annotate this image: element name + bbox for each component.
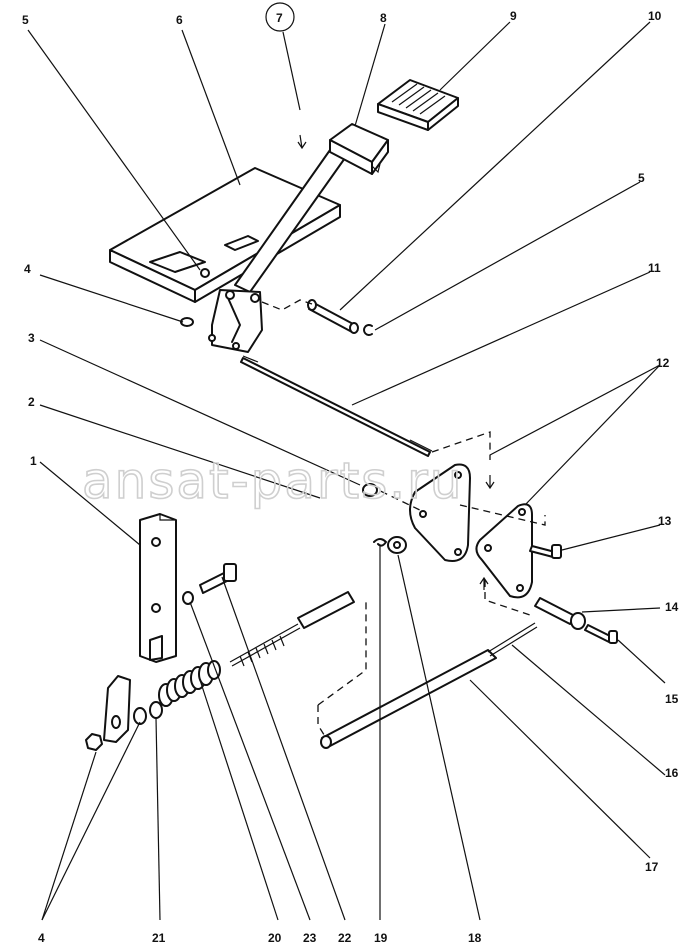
cable-adjuster [229,591,355,667]
callout-11: 11 [648,261,661,275]
pedal-rubber [377,79,459,131]
bolt-13 [529,544,562,559]
pedal-arm [234,123,389,293]
spring [158,660,221,707]
callout-3: 3 [28,331,35,345]
leader-lines [27,21,666,921]
pin-14 [534,597,586,630]
callout-17: 17 [645,860,659,874]
washer-21 [149,701,163,719]
callout-13: 13 [658,514,672,528]
pivot-bushing [200,268,210,278]
callout-22: 22 [338,931,352,945]
bolt-22 [199,563,237,594]
callout-5-right: 5 [638,171,645,185]
view-marker-label: 7 [276,11,283,25]
bolt-15 [584,624,618,644]
pivot-pin [307,299,359,334]
callout-12: 12 [656,356,670,370]
retaining-clip [363,324,373,336]
push-rod [320,622,538,749]
callout-23: 23 [303,931,317,945]
linkage-rod [240,355,433,457]
callout-8: 8 [380,11,387,25]
bellcrank-plate-front [409,463,471,562]
nut-4-lower [85,733,103,751]
callout-10: 10 [648,9,662,23]
clip-19 [373,538,387,547]
callout-20: 20 [268,931,282,945]
callout-2: 2 [28,395,35,409]
bellcrank-plate-back [475,503,533,599]
washer-23 [182,591,194,605]
callout-4-top: 4 [24,262,31,276]
watermark-text: ansat-parts.ru [82,452,463,510]
washer-4-lower [133,707,147,725]
link-plate [139,513,177,663]
callout-1: 1 [30,454,37,468]
pedal-bracket [208,289,263,353]
callout-19: 19 [374,931,388,945]
washer-upper [180,317,194,327]
callout-15: 15 [665,692,679,706]
view-marker-circle [265,2,295,32]
lever-arm-lower [103,675,131,743]
callout-14: 14 [665,600,679,614]
callout-4-bottom: 4 [38,931,45,945]
callout-21: 21 [152,931,166,945]
callout-9: 9 [510,9,517,23]
callout-6: 6 [176,13,183,27]
callout-16: 16 [665,766,679,780]
callout-5-left: 5 [22,13,29,27]
callout-18: 18 [468,931,482,945]
washer-2 [362,483,378,497]
